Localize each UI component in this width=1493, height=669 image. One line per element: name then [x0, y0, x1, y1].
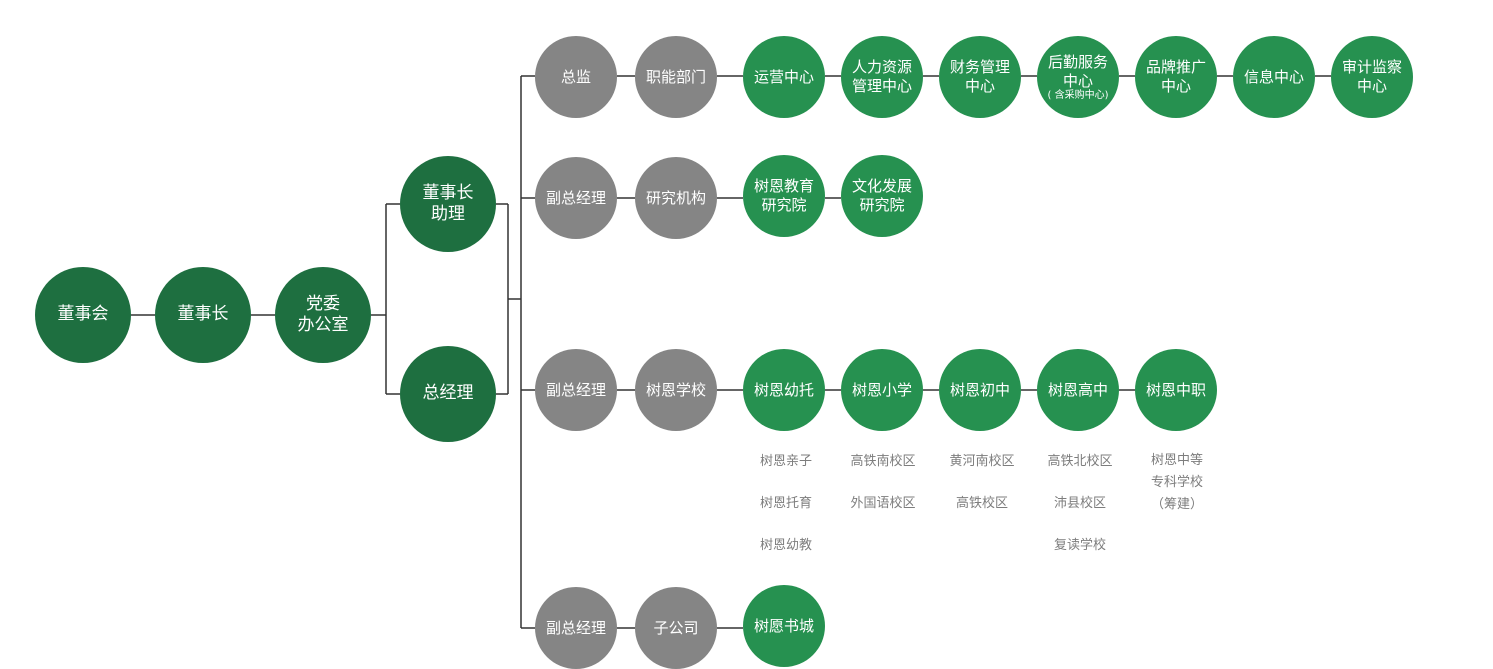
node-vice-gm-subsidiary: 副总经理: [535, 587, 617, 669]
node-board-label: 董事会: [57, 304, 109, 325]
node-bookstore: 树愿书城: [743, 585, 825, 667]
node-functional-departments: 职能部门: [635, 36, 717, 118]
node-logistics-center-line1: 后勤服务: [1047, 52, 1108, 71]
subunit-label: 树恩中等: [1150, 453, 1203, 468]
node-party-office-line2: 办公室: [297, 315, 349, 335]
node-vice-gm-subsidiary-label: 副总经理: [545, 618, 606, 637]
node-schools-label: 树恩学校: [645, 380, 706, 399]
node-brand-center-line1: 品牌推广: [1145, 58, 1206, 77]
subunit-label: 树恩托育: [759, 496, 812, 511]
node-hr-center: 人力资源 管理中心: [841, 36, 923, 118]
node-brand-center: 品牌推广 中心: [1135, 36, 1217, 118]
node-party-office-line1: 党委: [306, 293, 340, 314]
junior-high-subunits: 黄河南校区 高铁校区: [927, 451, 1037, 515]
subunit-label: 树恩亲子: [759, 454, 812, 469]
node-kindergarten-label: 树恩幼托: [753, 380, 814, 399]
subunit-label: 高铁南校区: [850, 454, 916, 469]
node-operations-center-label: 运营中心: [753, 67, 814, 86]
node-hr-center-line2: 管理中心: [851, 77, 912, 95]
node-info-center-label: 信息中心: [1243, 67, 1304, 86]
node-audit-center: 审计监察 中心: [1331, 36, 1413, 118]
node-schools: 树恩学校: [635, 349, 717, 431]
node-chairman-assistant: 董事长 助理: [400, 156, 496, 252]
node-primary-school: 树恩小学: [841, 349, 923, 431]
node-party-office: 党委 办公室: [275, 267, 371, 363]
node-director: 总监: [535, 36, 617, 118]
subunit-label: 外国语校区: [850, 496, 916, 511]
node-vocational: 树恩中职: [1135, 349, 1217, 431]
node-audit-center-line1: 审计监察: [1341, 58, 1402, 77]
node-research-institutions-label: 研究机构: [645, 188, 706, 207]
node-audit-center-line2: 中心: [1356, 77, 1387, 95]
node-junior-high: 树恩初中: [939, 349, 1021, 431]
node-brand-center-line2: 中心: [1160, 77, 1191, 95]
node-education-institute: 树恩教育 研究院: [743, 155, 825, 237]
node-info-center: 信息中心: [1233, 36, 1315, 118]
subunit-label: 高铁北校区: [1047, 454, 1113, 469]
node-logistics-center-note: ( 含采购中心): [1047, 90, 1109, 102]
subunit-label: （筹建）: [1150, 497, 1203, 512]
node-senior-high: 树恩高中: [1037, 349, 1119, 431]
primary-school-subunits: 高铁南校区 外国语校区: [828, 451, 938, 515]
vocational-subunits: 树恩中等 专科学校 （筹建）: [1122, 450, 1232, 516]
node-education-institute-line1: 树恩教育: [753, 177, 814, 196]
node-operations-center: 运营中心: [743, 36, 825, 118]
subunit-label: 高铁校区: [955, 496, 1008, 511]
node-director-label: 总监: [560, 67, 591, 86]
node-general-manager: 总经理: [400, 346, 496, 442]
node-functional-departments-label: 职能部门: [645, 67, 706, 86]
node-hr-center-line1: 人力资源: [851, 58, 912, 77]
node-chairman-label: 董事长: [177, 304, 229, 325]
node-culture-institute-line2: 研究院: [859, 196, 905, 214]
node-subsidiary-label: 子公司: [653, 618, 699, 637]
node-chairman: 董事长: [155, 267, 251, 363]
node-logistics-center-line2: 中心: [1062, 71, 1093, 90]
node-finance-center-line1: 财务管理: [949, 58, 1010, 77]
node-culture-institute: 文化发展 研究院: [841, 155, 923, 237]
node-senior-high-label: 树恩高中: [1047, 380, 1108, 399]
node-bookstore-label: 树愿书城: [753, 616, 814, 635]
kindergarten-subunits: 树恩亲子 树恩托育 树恩幼教: [731, 451, 841, 557]
node-vocational-label: 树恩中职: [1145, 380, 1206, 399]
node-vice-gm-schools: 副总经理: [535, 349, 617, 431]
node-vice-gm-schools-label: 副总经理: [545, 380, 606, 399]
subunit-label: 专科学校: [1150, 475, 1203, 490]
node-junior-high-label: 树恩初中: [949, 380, 1010, 399]
subunit-label: 树恩幼教: [759, 538, 812, 553]
subunit-label: 沛县校区: [1053, 496, 1106, 511]
node-finance-center: 财务管理 中心: [939, 36, 1021, 118]
node-board: 董事会: [35, 267, 131, 363]
node-logistics-center: 后勤服务 中心 ( 含采购中心): [1037, 36, 1119, 118]
node-vice-gm-research-label: 副总经理: [545, 188, 606, 207]
node-culture-institute-line1: 文化发展: [851, 177, 912, 196]
subunit-label: 复读学校: [1053, 538, 1106, 553]
node-primary-school-label: 树恩小学: [851, 380, 912, 399]
node-education-institute-line2: 研究院: [761, 196, 807, 214]
node-vice-gm-research: 副总经理: [535, 157, 617, 239]
node-finance-center-line2: 中心: [964, 77, 995, 95]
node-chairman-assistant-line2: 助理: [431, 204, 465, 224]
subunit-label: 黄河南校区: [949, 454, 1015, 469]
node-chairman-assistant-line1: 董事长: [422, 182, 474, 203]
senior-high-subunits: 高铁北校区 沛县校区 复读学校: [1025, 451, 1135, 557]
node-general-manager-label: 总经理: [422, 383, 474, 404]
node-research-institutions: 研究机构: [635, 157, 717, 239]
node-subsidiary: 子公司: [635, 587, 717, 669]
node-kindergarten: 树恩幼托: [743, 349, 825, 431]
